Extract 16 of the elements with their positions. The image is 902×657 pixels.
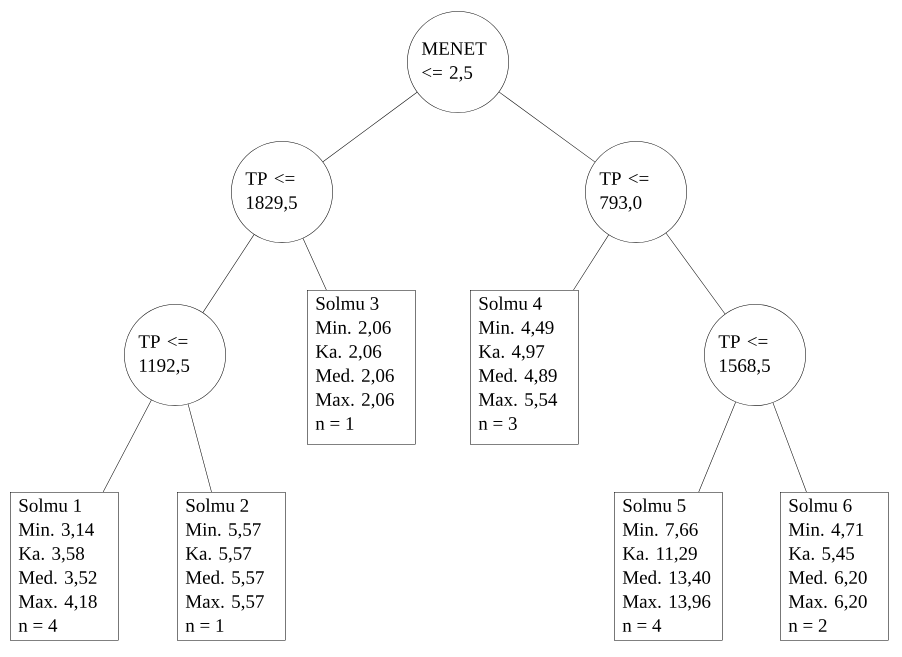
leaf-box: Solmu 5 Min. 7,66 Ka. 11,29 Med. 13,40 Max. 13,96 n = 4 bbox=[614, 492, 723, 641]
connector-line bbox=[102, 400, 152, 492]
connector-line bbox=[498, 92, 596, 162]
connector-line bbox=[302, 238, 327, 290]
leaf-box: Solmu 3 Min. 2,06 Ka. 2,06 Med. 2,06 Max. 2,06 n = 1 bbox=[307, 290, 416, 445]
leaf-box: Solmu 4 Min. 4,49 Ka. 4,97 Med. 4,89 Max. 5,54 n = 3 bbox=[470, 290, 579, 445]
leaf-box: Solmu 1 Min. 3,14 Ka. 3,58 Med. 3,52 Max. 4,18 n = 4 bbox=[10, 492, 119, 641]
connector-line bbox=[573, 234, 609, 290]
connector-line bbox=[666, 232, 726, 314]
connector-line bbox=[772, 402, 807, 492]
connector-line bbox=[322, 92, 418, 162]
leaf-box: Solmu 2 Min. 5,57 Ka. 5,57 Med. 5,57 Max. 5,57 n = 1 bbox=[177, 492, 286, 641]
connector-line bbox=[188, 404, 212, 492]
connector-line bbox=[698, 402, 736, 492]
leaf-box: Solmu 6 Min. 4,71 Ka. 5,45 Med. 6,20 Max. 6,20 n = 2 bbox=[780, 492, 889, 641]
connector-line bbox=[202, 234, 254, 313]
